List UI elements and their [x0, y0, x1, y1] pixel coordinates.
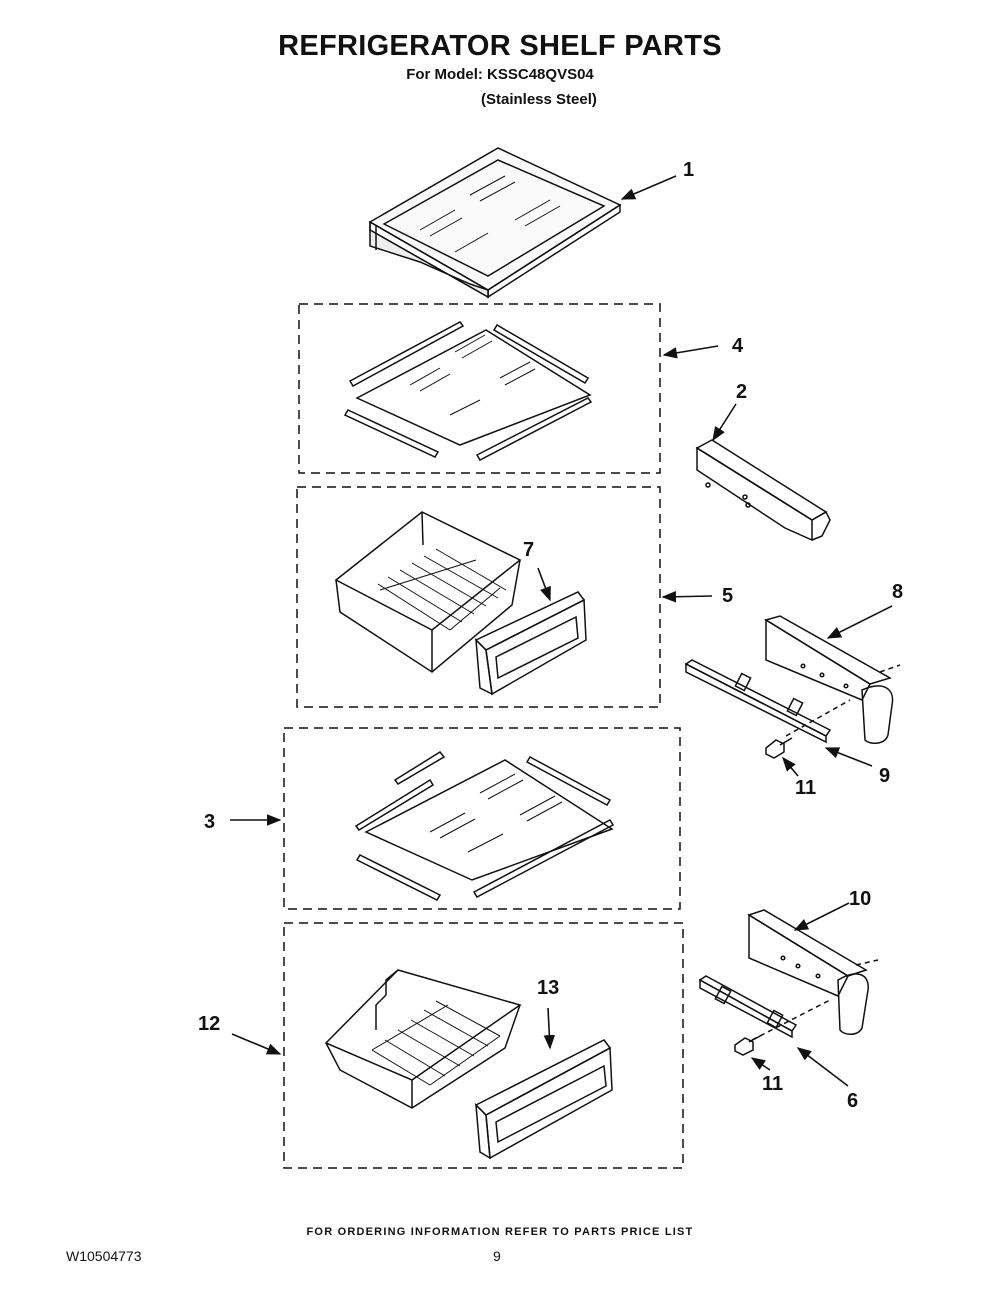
callout-7: 7	[523, 539, 534, 561]
shelf-bracket-channel	[695, 439, 831, 542]
callout-11-lower: 11	[762, 1073, 783, 1095]
kit-box-3	[283, 727, 681, 910]
callout-8: 8	[892, 581, 903, 603]
callout-12: 12	[198, 1013, 220, 1035]
model-line: For Model: KSSC48QVS04	[406, 66, 594, 83]
drawer-slide-rail-9	[684, 659, 851, 744]
callout-3: 3	[204, 811, 215, 833]
callout-1: 1	[683, 159, 694, 181]
drawer-slide-cover-8	[764, 615, 901, 745]
kit-box-12	[283, 922, 684, 1169]
callout-9: 9	[879, 765, 890, 787]
page-title: REFRIGERATOR SHELF PARTS	[278, 30, 722, 62]
callout-6: 6	[847, 1090, 858, 1112]
callout-11-upper: 11	[795, 777, 816, 799]
document-number: W10504773	[66, 1248, 142, 1264]
crisper-drawer-front	[474, 591, 587, 696]
callout-labels: 1 4 2 7 5 8 9 11 3 10 13 12 11 6	[198, 159, 903, 1112]
shelf-glass-4	[343, 321, 593, 461]
callout-5: 5	[722, 585, 733, 607]
deli-pan	[324, 969, 522, 1109]
deli-drawer-front	[474, 1039, 613, 1160]
callout-2: 2	[736, 381, 747, 403]
shoulder-screw-11-upper	[765, 737, 793, 759]
glass-shelf-assembly	[368, 147, 622, 299]
page-number: 9	[493, 1248, 501, 1264]
drawer-slide-rail-6	[698, 975, 831, 1041]
drawer-slide-cover-10	[747, 909, 879, 1035]
leader-arrows	[230, 175, 893, 1087]
kit-box-5	[296, 486, 661, 708]
shoulder-screw-11-lower	[734, 1034, 763, 1056]
shelf-glass-3	[354, 751, 615, 901]
callout-13: 13	[537, 977, 559, 999]
finish-label: (Stainless Steel)	[481, 91, 597, 108]
callout-10: 10	[849, 888, 871, 910]
crisper-pan	[334, 511, 522, 673]
ordering-note: FOR ORDERING INFORMATION REFER TO PARTS …	[306, 1226, 694, 1238]
kit-box-4	[298, 303, 661, 474]
callout-4: 4	[732, 335, 744, 357]
